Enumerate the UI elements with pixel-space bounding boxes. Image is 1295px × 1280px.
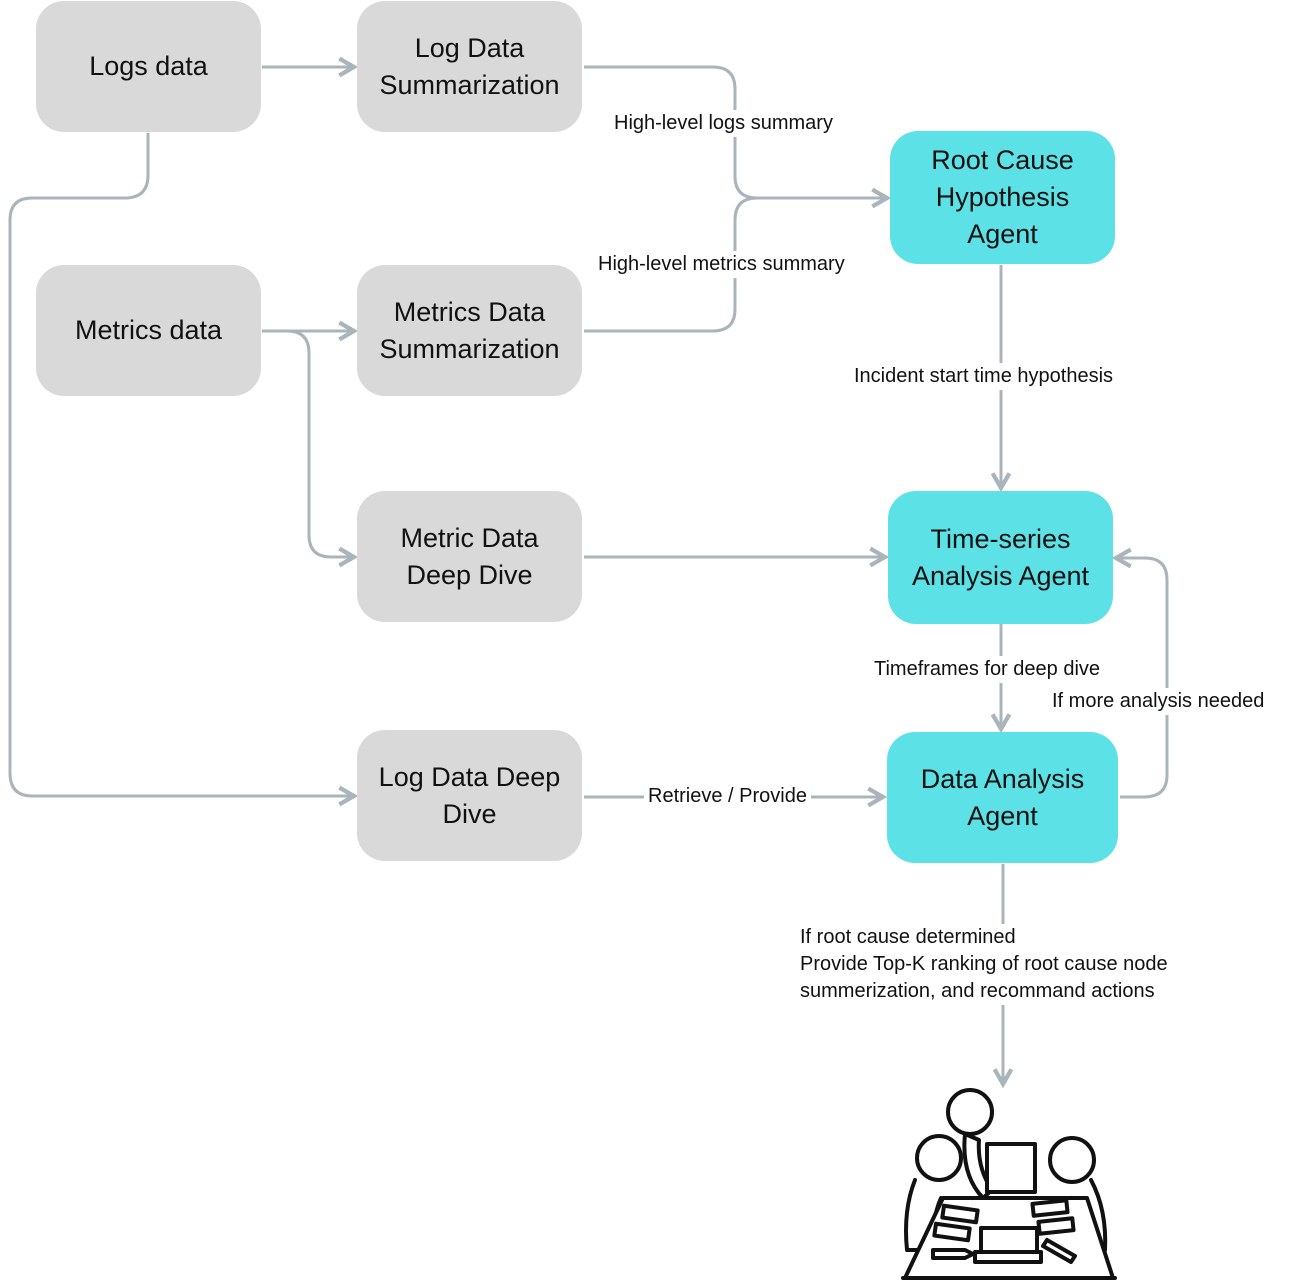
data-analysis-agent-node[interactable]: Data Analysis Agent — [887, 732, 1118, 863]
edge-logs-to-log-deep-dive — [8, 133, 354, 796]
logs-data-node[interactable]: Logs data — [36, 1, 261, 132]
edge-label-more-analysis: If more analysis needed — [1052, 688, 1265, 715]
log-data-summarization-node[interactable]: Log Data Summarization — [357, 1, 582, 132]
edge-data-analysis-loop-back — [1116, 558, 1169, 799]
team-meeting-icon — [901, 1088, 1117, 1280]
metrics-data-node[interactable]: Metrics data — [36, 265, 261, 396]
outcome-line-2: Provide Top-K ranking of root cause node — [800, 953, 1168, 975]
log-data-deep-dive-node[interactable]: Log Data Deep Dive — [357, 730, 582, 861]
edge-label-metrics-summary: High-level metrics summary — [598, 251, 845, 278]
outcome-line-3: summerization, and recommand actions — [800, 980, 1155, 1002]
edge-label-retrieve-provide: Retrieve / Provide — [644, 783, 811, 810]
root-cause-hypothesis-agent-node[interactable]: Root Cause Hypothesis Agent — [890, 131, 1115, 264]
edge-label-incident-time: Incident start time hypothesis — [854, 363, 1114, 390]
time-series-analysis-agent-node[interactable]: Time-series Analysis Agent — [888, 491, 1113, 624]
edge-metrics-to-deep-dive — [262, 329, 354, 557]
edge-label-logs-summary: High-level logs summary — [614, 110, 833, 137]
outcome-line-1: If root cause determined — [800, 926, 1016, 948]
outcome-text: If root cause determined Provide Top-K r… — [800, 924, 1168, 1005]
edge-metrics-summary-to-root-cause — [584, 196, 758, 333]
metric-data-deep-dive-node[interactable]: Metric Data Deep Dive — [357, 491, 582, 622]
metrics-data-summarization-node[interactable]: Metrics Data Summarization — [357, 265, 582, 396]
edge-label-timeframes: Timeframes for deep dive — [874, 656, 1101, 683]
